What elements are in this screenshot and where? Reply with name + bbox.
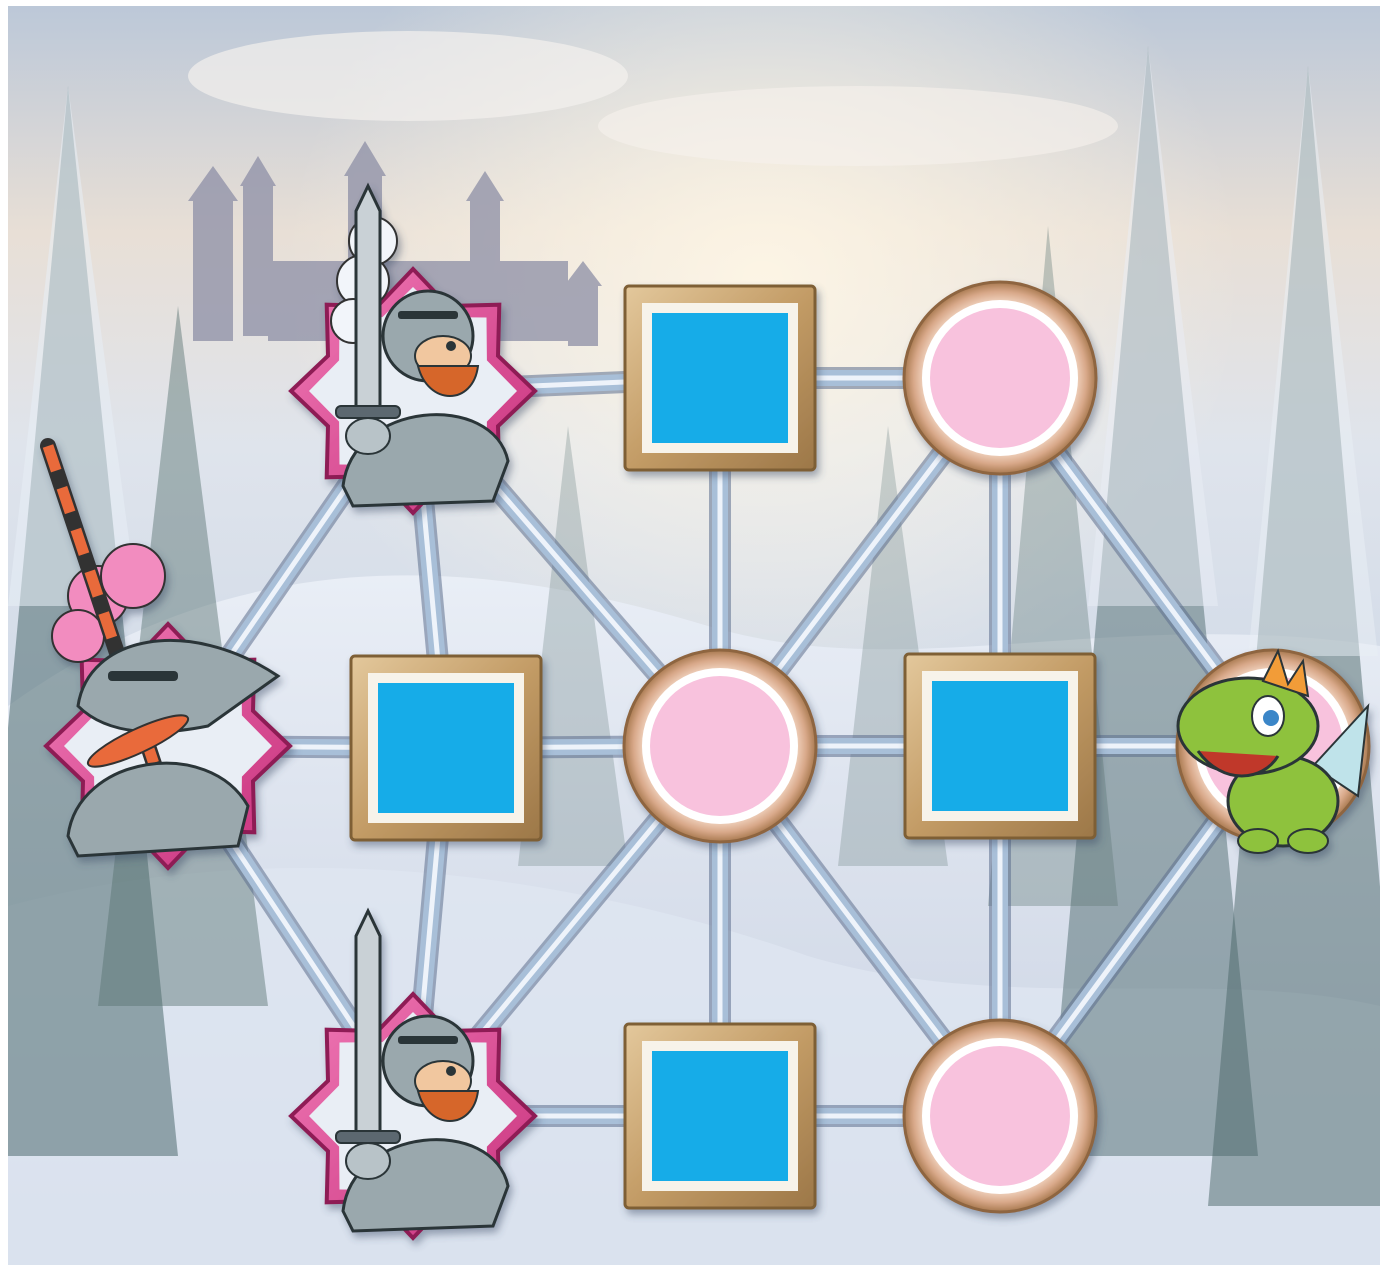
square-space-fill	[652, 313, 788, 443]
circle-space-fill	[650, 676, 790, 816]
square-space-fill	[378, 683, 514, 813]
circle-space-fill	[930, 308, 1070, 448]
board-node-n5-square[interactable]	[351, 656, 541, 840]
board-node-n7-square[interactable]	[905, 654, 1095, 838]
board-node-n3-circle[interactable]	[904, 282, 1096, 474]
board-node-n10-square[interactable]	[625, 1024, 815, 1208]
circle-space-fill	[930, 1046, 1070, 1186]
square-space-fill	[652, 1051, 788, 1181]
game-board	[8, 6, 1380, 1265]
board-node-n2-square[interactable]	[625, 286, 815, 470]
square-space-fill	[932, 681, 1068, 811]
board-node-n11-circle[interactable]	[904, 1020, 1096, 1212]
board-node-n6-circle[interactable]	[624, 650, 816, 842]
